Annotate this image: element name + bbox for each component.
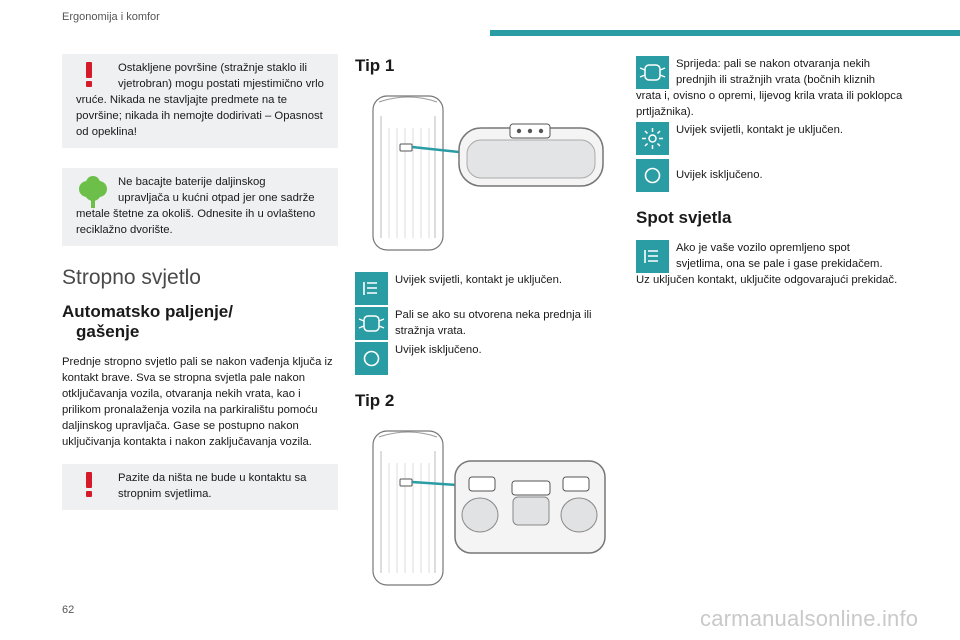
warning2-text-line2: stropnim svjetlima. (118, 488, 212, 500)
warning-text-line2: vjetrobran) mogu postati mjestimično vrl… (118, 78, 324, 90)
sun-icon (636, 122, 669, 155)
watermark: carmanualsonline.info (700, 606, 919, 631)
tip1-figure-van-ceiling-lamp (372, 95, 604, 251)
warning-text-rest: vruće. Nikada ne stavljajte predmete na … (76, 94, 323, 138)
off-circle-icon (636, 159, 669, 192)
eco-box-battery: Ne bacajte baterije daljinskog upravljač… (62, 168, 338, 246)
header-section-title: Ergonomija i komfor (62, 11, 160, 23)
eco-text-line1: Ne bacajte baterije daljinskog (118, 176, 266, 188)
always-off-text: Uvijek isključeno. (676, 169, 763, 181)
column-right: Sprijeda: pali se nakon otvaranja nekih … (636, 50, 906, 290)
off-circle-icon (355, 342, 388, 375)
spot-lights-line1: Ako je vaše vozilo opremljeno spot (676, 242, 850, 254)
tip1-item-1: Uvijek svijetli, kontakt je uključen. (355, 272, 617, 305)
tip2-figure-van-ceiling-lamps (372, 430, 606, 586)
door-open-icon (636, 56, 669, 89)
tip1-item-2-text: Pali se ako su otvorena neka prednja ili… (395, 309, 592, 337)
warning-icon (85, 472, 93, 498)
tip1-item-2: Pali se ako su otvorena neka prednja ili… (355, 307, 617, 340)
spot-lights-item: Ako je vaše vozilo opremljeno spot svjet… (636, 240, 906, 288)
tip1-item-1-text: Uvijek svijetli, kontakt je uključen. (395, 274, 563, 286)
spot-lights-line2: svjetlima, ona se pale i gase prekidačem… (676, 258, 883, 270)
tip1-title: Tip 1 (355, 56, 395, 75)
subsection-title-line1: Automatsko paljenje/ (62, 302, 233, 321)
spot-lights-rest: Uz uključen kontakt, uključite odgovaraj… (636, 274, 898, 286)
column-middle: Tip 1 Uvijek svijetli, kontakt je uključ… (355, 50, 617, 607)
warning2-text-line1: Pazite da ništa ne bude u kontaktu sa (118, 472, 307, 484)
warning-box-contact: Pazite da ništa ne bude u kontaktu sa st… (62, 464, 338, 510)
front-lamp-line1: Sprijeda: pali se nakon otvaranja nekih (676, 58, 871, 70)
tree-icon (79, 176, 107, 208)
tip1-item-3: Uvijek isključeno. (355, 342, 617, 375)
body-paragraph: Prednje stropno svjetlo pali se nakon va… (62, 356, 333, 448)
always-off-item: Uvijek isključeno. (636, 159, 906, 192)
front-lamp-line2: prednjih ili stražnjih vrata (bočnih kli… (676, 74, 876, 86)
subsection-title: Automatsko paljenje/ gašenje (62, 302, 338, 342)
page-number: 62 (62, 604, 75, 616)
column-left: Ostakljene površine (stražnje staklo ili… (62, 50, 338, 530)
eco-text-rest: metale štetne za okoliš. Odnesite ih u o… (76, 208, 316, 236)
always-on-text: Uvijek svijetli, kontakt je uključen. (676, 124, 844, 136)
front-lamp-rest: vrata i, ovisno o opremi, lijevog krila … (636, 90, 903, 118)
tip1-item-3-text: Uvijek isključeno. (395, 344, 482, 356)
always-on-item: Uvijek svijetli, kontakt je uključen. (636, 122, 906, 155)
eco-text-line2: upravljača u kućni otpad jer one sadrže (118, 192, 315, 204)
section-title: Stropno svjetlo (62, 266, 201, 289)
subsection-title-line2: gašenje (76, 322, 140, 341)
tip2-title: Tip 2 (355, 391, 395, 410)
spot-lights-title: Spot svjetla (636, 208, 732, 227)
warning-box-hot-glass: Ostakljene površine (stražnje staklo ili… (62, 54, 338, 148)
header-accent-bar (490, 30, 960, 36)
door-lamp-icon (355, 272, 388, 305)
door-lamp-icon (636, 240, 669, 273)
warning-icon (85, 62, 93, 88)
front-lamp-item: Sprijeda: pali se nakon otvaranja nekih … (636, 56, 906, 120)
warning-text-line1: Ostakljene površine (stražnje staklo ili (118, 62, 307, 74)
door-open-icon (355, 307, 388, 340)
